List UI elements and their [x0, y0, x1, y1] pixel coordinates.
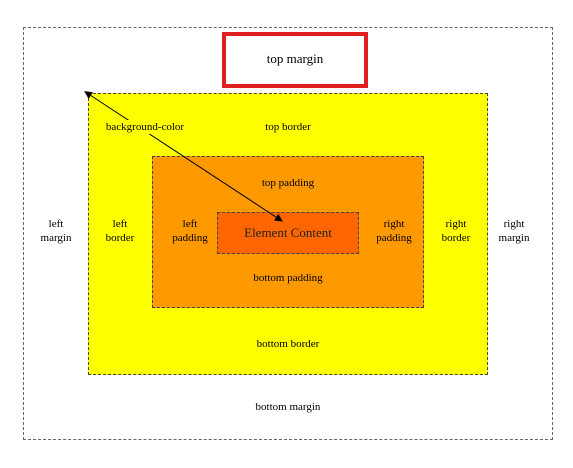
left-margin-label: left margin — [36, 217, 76, 245]
left-border-line2: border — [105, 232, 135, 244]
top-border-label: top border — [265, 121, 311, 133]
right-margin-line2: margin — [498, 232, 530, 244]
left-padding-label: left padding — [168, 217, 212, 245]
right-margin-label: right margin — [492, 217, 536, 245]
background-color-label: background-color — [100, 120, 190, 134]
right-border-label: right border — [434, 217, 478, 245]
right-padding-line2: padding — [376, 232, 412, 244]
left-padding-line1: left — [182, 218, 198, 230]
margin-area — [23, 27, 553, 440]
left-border-line1: left — [112, 218, 128, 230]
right-padding-line1: right — [383, 218, 405, 230]
left-border-label: left border — [100, 217, 140, 245]
left-padding-line2: padding — [172, 232, 208, 244]
element-content-label: Element Content — [244, 225, 332, 240]
bottom-border-label: bottom border — [256, 338, 320, 350]
right-border-line1: right — [445, 218, 467, 230]
bottom-padding-label: bottom padding — [253, 272, 323, 284]
top-margin-box — [222, 32, 368, 88]
left-margin-line1: left — [48, 218, 64, 230]
bottom-margin-label: bottom margin — [255, 401, 321, 413]
right-margin-line1: right — [503, 218, 525, 230]
right-padding-label: right padding — [370, 217, 418, 245]
top-margin-label: top margin — [266, 51, 324, 66]
left-margin-line2: margin — [40, 232, 72, 244]
top-padding-label: top padding — [261, 177, 315, 189]
right-border-line2: border — [441, 232, 471, 244]
